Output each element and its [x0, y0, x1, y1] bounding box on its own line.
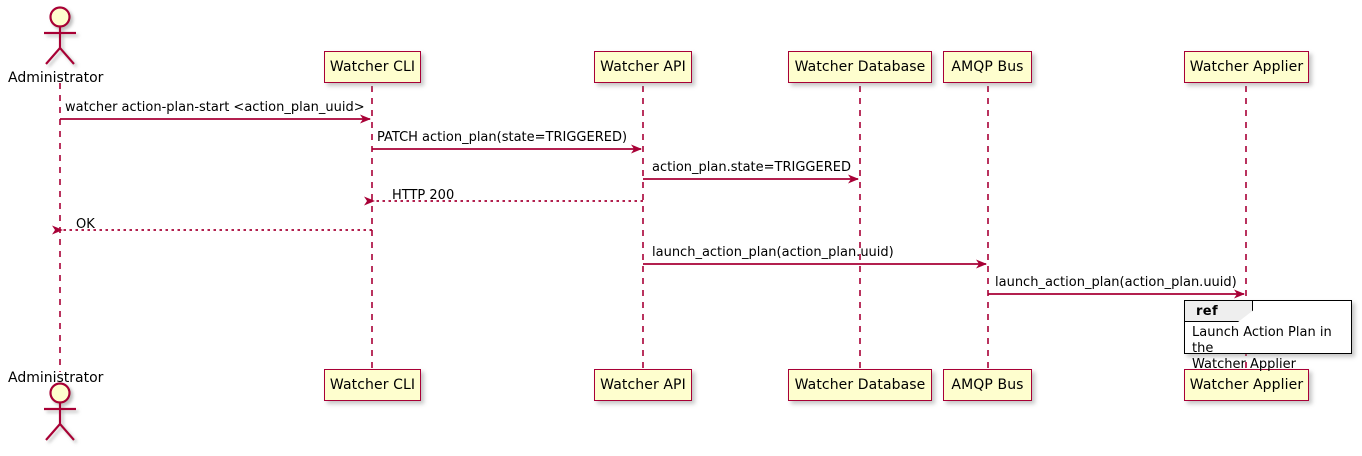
message-label-launch-action-plan-amqp-to-applier: launch_action_plan(action_plan.uuid) — [995, 275, 1237, 290]
message-label-watcher-action-plan-start: watcher action-plan-start <action_plan_u… — [65, 100, 365, 115]
participant-box-amqp-bus-bottom[interactable]: AMQP Bus — [943, 369, 1032, 401]
participant-box-watcher-cli-bottom[interactable]: Watcher CLI — [324, 369, 421, 401]
lifelines-group — [59, 83, 1247, 372]
message-label-action-plan-state-triggered: action_plan.state=TRIGGERED — [652, 160, 851, 175]
participant-box-amqp-bus-top[interactable]: AMQP Bus — [943, 51, 1032, 83]
actor-label-administrator-top: Administrator — [8, 70, 104, 86]
participant-box-watcher-applier-bottom[interactable]: Watcher Applier — [1184, 369, 1309, 401]
message-label-ok: OK — [76, 217, 95, 232]
reference-frame[interactable]: ref Launch Action Plan in the Watcher Ap… — [1184, 300, 1352, 372]
message-arrows-group — [52, 114, 1245, 299]
reference-frame-tag: ref — [1185, 301, 1253, 322]
actor-administrator-top — [44, 6, 76, 65]
participant-box-watcher-database-top[interactable]: Watcher Database — [788, 51, 932, 83]
reference-frame-body: Launch Action Plan in the Watcher Applie… — [1192, 325, 1332, 372]
participant-box-watcher-applier-top[interactable]: Watcher Applier — [1184, 51, 1309, 83]
actor-label-administrator-bottom: Administrator — [8, 370, 104, 386]
participant-box-watcher-cli-top[interactable]: Watcher CLI — [324, 51, 421, 83]
message-label-launch-action-plan-api-to-amqp: launch_action_plan(action_plan.uuid) — [652, 245, 894, 260]
participant-box-watcher-api-top[interactable]: Watcher API — [594, 51, 692, 83]
message-label-patch-action-plan: PATCH action_plan(state=TRIGGERED) — [377, 130, 628, 145]
actor-administrator-bottom — [44, 382, 76, 441]
message-label-http-200: HTTP 200 — [392, 188, 455, 203]
participant-box-watcher-api-bottom[interactable]: Watcher API — [594, 369, 692, 401]
participant-box-watcher-database-bottom[interactable]: Watcher Database — [788, 369, 932, 401]
